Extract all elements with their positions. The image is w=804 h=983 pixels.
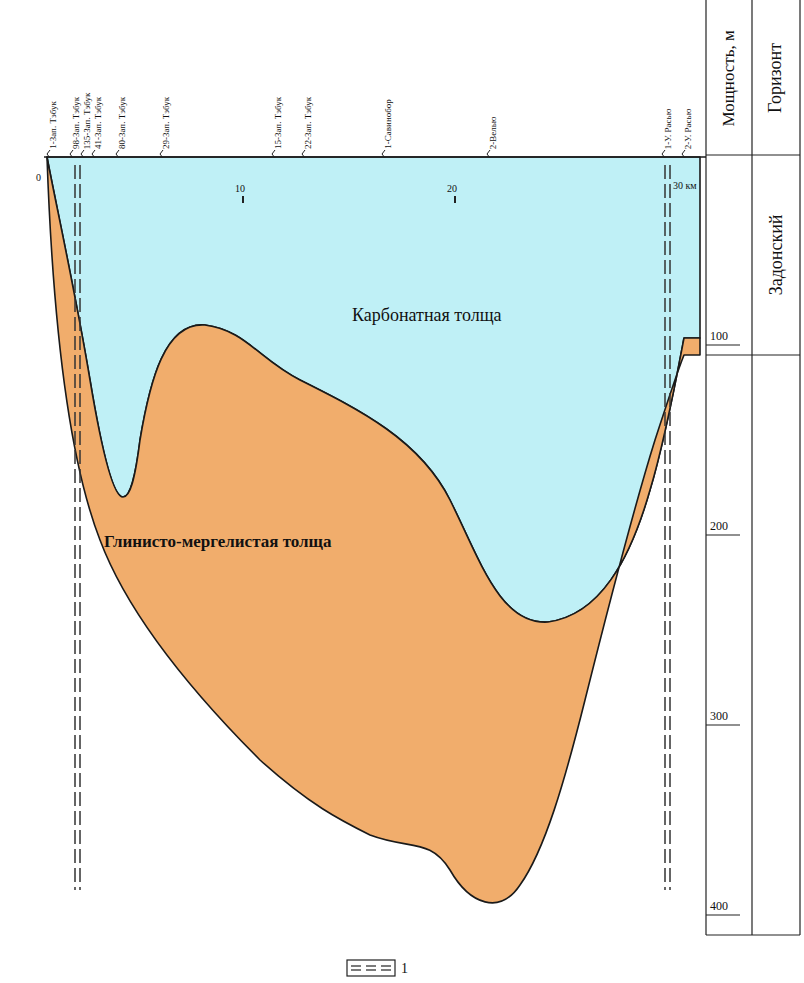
well-dashed-line [74,165,76,890]
well-marker [662,150,665,158]
well-name: 1-Савинобор [384,100,394,149]
table-line [706,154,800,155]
legend-dash [351,965,361,966]
thickness-value: 100 [710,330,728,343]
well-marker [92,150,95,158]
well-marker [116,150,119,158]
well-name: 2-У. Расью [684,108,694,149]
column-header: Задонский [766,215,786,296]
legend-dash [381,965,391,966]
well-marker [70,150,73,158]
table-line [706,354,800,355]
well-name: 135-Зап. Тэбук [83,92,93,149]
well-marker [272,150,275,158]
thickness-value: 200 [710,520,728,533]
well-dashed-line [669,165,671,890]
thickness-value: 400 [710,900,728,913]
legend-dash [351,969,361,970]
table-line [706,724,740,725]
scale-number: 30 км [673,180,697,191]
well-marker [682,150,685,158]
well-marker [81,150,84,158]
scale-number: 20 [447,183,457,194]
legend-swatch [347,960,395,976]
unit-name: Карбонатная толща [352,306,502,326]
table-line [705,0,706,935]
well-name: 29-Зап. Тэбук [162,97,172,149]
well-marker [487,150,490,158]
scale-number: 10 [235,183,245,194]
well-name: 2-Велью [489,116,499,149]
table-line [706,534,740,535]
well-dashed-line [79,165,81,890]
table-line [799,0,800,935]
thickness-value: 300 [710,710,728,723]
profile-top-line [44,156,706,158]
legend-dash [366,965,376,966]
unit-name: Глинисто-мергелистая толща [104,533,331,552]
legend-text: 1 [401,961,408,976]
table-line [706,344,740,345]
well-marker [160,150,163,158]
well-name: 1-У. Расью [664,108,674,149]
well-name: 15-Зап. Тэбук [274,97,284,149]
scale-tick [242,196,244,203]
table-line [706,914,740,915]
well-name: 1-Зап. Тэбук [49,101,59,149]
legend-dash [381,969,391,970]
well-name: 98-Зап. Тэбук [72,97,82,149]
well-marker [47,150,50,158]
well-dashed-line [664,165,666,890]
unit-fill [47,157,700,903]
well-marker [382,150,385,158]
column-header: Горизонт [766,43,786,113]
well-name: 80-Зап. Тэбук [118,97,128,149]
well-name: 22-Зап. Тэбук [304,97,314,149]
column-header: Мощность, м [720,30,739,126]
well-name: 41-Зап. Тэбук [94,97,104,149]
table-line [706,934,800,935]
well-marker [302,150,305,158]
legend-dash [366,969,376,970]
scale-number: 0 [36,172,41,183]
table-line [751,0,752,935]
scale-tick [454,196,456,203]
